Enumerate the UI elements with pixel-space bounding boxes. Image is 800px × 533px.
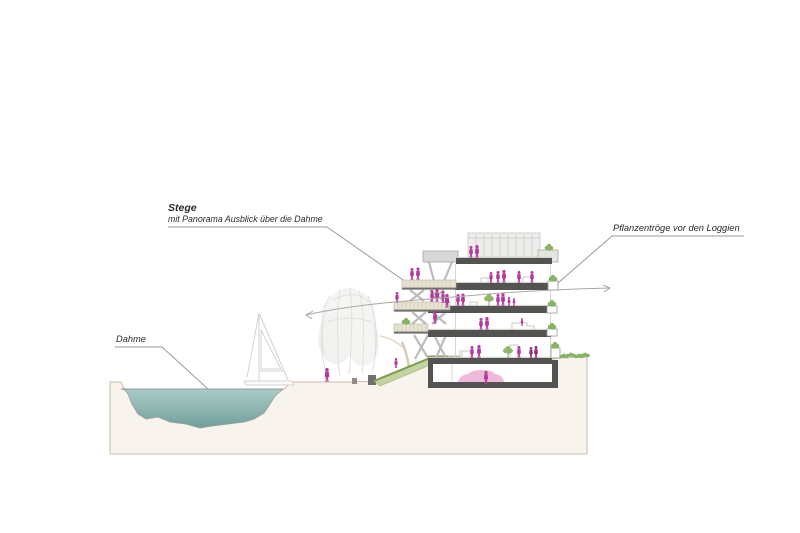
tree-sketch	[318, 287, 412, 377]
level4-slab	[455, 281, 551, 290]
stege-subtitle: mit Panorama Ausblick über die Dahme	[168, 214, 323, 225]
annotation-stege: Stege mit Panorama Ausblick über die Dah…	[168, 202, 323, 224]
roof-slab	[456, 256, 552, 264]
leader-dahme	[115, 346, 209, 390]
shore-bollards	[352, 375, 376, 385]
leader-pflanzentroege	[557, 235, 744, 284]
car-silhouette	[458, 370, 504, 382]
panorama-sightline-arrow	[305, 284, 612, 320]
rooftop-structure	[422, 232, 559, 263]
annotation-dahme: Dahme	[116, 334, 146, 344]
water-dahme	[120, 388, 285, 429]
level2-slab	[428, 328, 551, 337]
walkway-level3	[393, 301, 451, 312]
stege-walkways	[393, 279, 457, 334]
leader-lines	[115, 226, 744, 390]
walkway-level4	[401, 279, 457, 290]
sailboat	[243, 312, 295, 386]
indoor-trees	[484, 293, 513, 358]
annotation-pflanzentroege: Pflanzentröge vor den Loggien	[613, 223, 740, 233]
roof-canopy	[422, 250, 459, 263]
stege-title: Stege	[168, 202, 197, 214]
floor-slabs	[428, 256, 552, 337]
leader-stege	[168, 226, 404, 281]
walkway-level2	[393, 323, 429, 334]
garage-section	[428, 356, 558, 388]
